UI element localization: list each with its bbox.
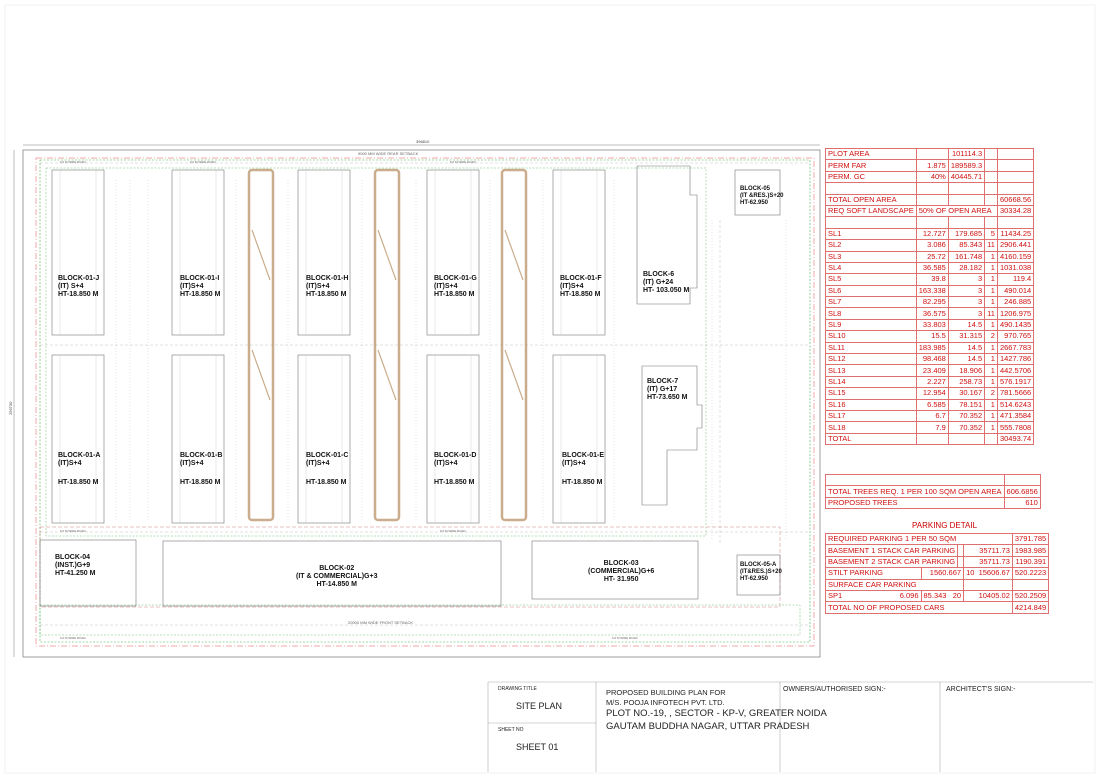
- overall-width-dim: 396810: [416, 139, 430, 144]
- road-label: 6.0 M WIDE ROAD: [60, 160, 86, 164]
- setback-line: [35, 157, 815, 647]
- table-cell: 30493.74: [996, 432, 1035, 446]
- table-cell: TOTAL NO OF PROPOSED CARS: [825, 601, 1013, 614]
- table-cell: 520.2509: [1011, 589, 1050, 603]
- trees-table: TOTAL TREES REQ. 1 PER 100 SQM OPEN AREA…: [825, 473, 1041, 510]
- drawing-title-label: DRAWING TITLE: [498, 686, 537, 692]
- architect-sign-label: ARCHITECT'S SIGN:-: [946, 686, 1016, 693]
- table-cell: 35711.73: [963, 555, 1013, 569]
- road-label: 6.0 M WIDE ROAD: [60, 529, 86, 533]
- table-cell: 1983.985: [1011, 544, 1050, 557]
- sheet-no-label: SHEET NO: [498, 727, 524, 733]
- drawing-title: SITE PLAN: [516, 701, 563, 711]
- table-cell: 1560.667: [920, 567, 965, 580]
- table-cell: 85.343: [947, 239, 986, 252]
- table-cell: 4214.849: [1011, 601, 1050, 614]
- project-line-1: PROPOSED BUILDING PLAN FOR: [606, 688, 726, 697]
- parking-title: PARKING DETAIL: [912, 521, 978, 530]
- owner-sign-label: OWNERS/AUTHORISED SIGN:-: [783, 686, 886, 693]
- table-cell: SURFACE CAR PARKING: [824, 578, 965, 591]
- table-cell: 970.765: [996, 330, 1035, 343]
- table-cell: 10405.02: [963, 589, 1013, 603]
- road-edge: [39, 159, 811, 643]
- table-cell: 14.5: [947, 341, 986, 355]
- project-line-3: PLOT NO.-19, , SECTOR - KP-V, GREATER NO…: [606, 708, 827, 719]
- table-cell: BASEMENT 2 STACK CAR PARKING: [824, 555, 959, 569]
- table-cell: 10 15606.67: [963, 567, 1013, 580]
- table-row: SURFACE CAR PARKING: [824, 578, 1050, 591]
- road-label: 6.0 M WIDE ROAD: [60, 636, 86, 640]
- table-cell: 610: [1003, 496, 1041, 510]
- table-cell: STILT PARKING: [825, 567, 922, 580]
- road-label: 6.0 M WIDE ROAD: [440, 529, 466, 533]
- table-cell: 3791.785: [1011, 532, 1050, 546]
- plot-boundary: [22, 149, 821, 658]
- table-cell: BASEMENT 1 STACK CAR PARKING: [824, 544, 959, 557]
- front-setback-label: 20000 MM WIDE FRONT SETBACK: [348, 620, 414, 625]
- road-label: 6.0 M WIDE ROAD: [612, 636, 638, 640]
- project-line-4: GAUTAM BUDDHA NAGAR, UTTAR PRADESH: [606, 721, 810, 732]
- block-outlines: [39, 165, 781, 607]
- sheet-no: SHEET 01: [516, 742, 559, 752]
- table-cell: 1190.391: [1011, 555, 1050, 569]
- road-label: 6.0 M WIDE ROAD: [450, 160, 476, 164]
- road-label: 6.0 M WIDE ROAD: [190, 160, 216, 164]
- table-cell: 520.2223: [1011, 567, 1050, 580]
- table-cell: [947, 432, 986, 446]
- parking-bays: [115, 180, 787, 540]
- rear-setback-label: 9000 MM WIDE REAR SETBACK: [358, 151, 419, 156]
- project-line-2: M/S. POOJA INFOTECH PVT. LTD.: [606, 698, 725, 707]
